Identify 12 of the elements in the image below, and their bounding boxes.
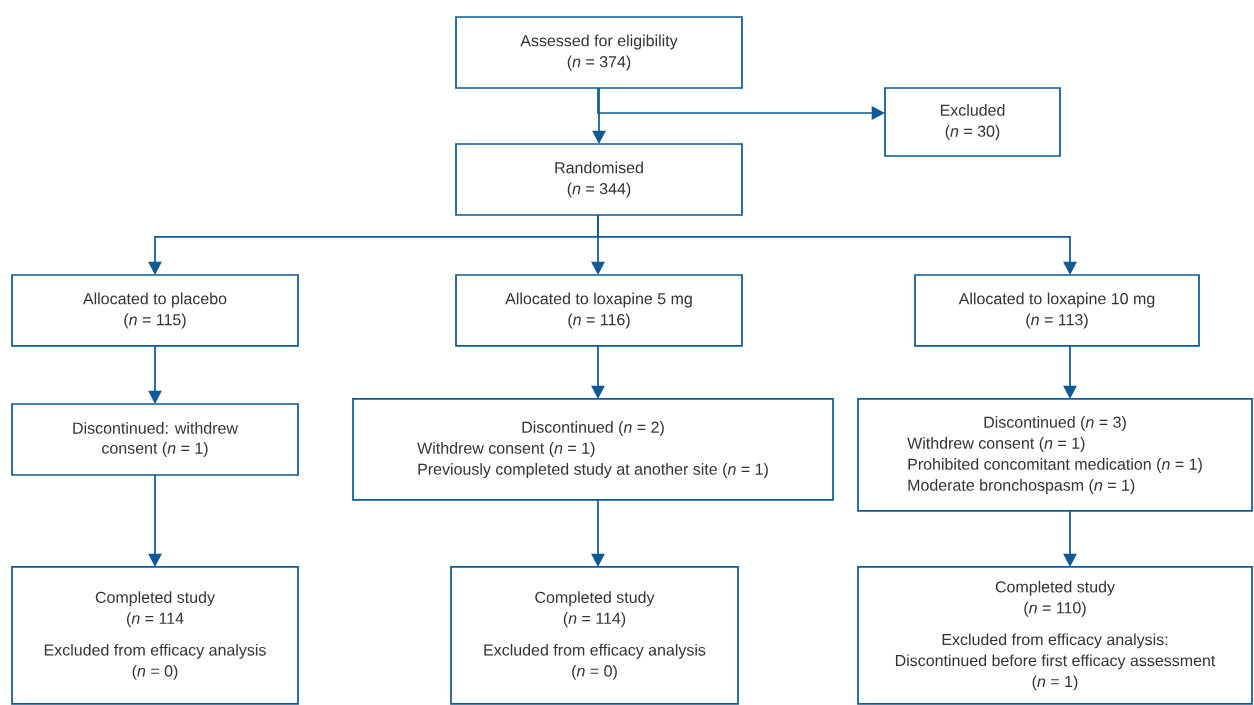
- flow-box: Completed study (n = 114) Excluded from efficacy analysis (n = 0): [450, 566, 739, 705]
- flow-box: Allocated to placebo (n = 115): [11, 274, 299, 347]
- flow-box: Discontinued (n = 3) Withdrew consent (n = 1) Prohibited concomitant medication (n = 1) Moderate bronchospasm (n = 1): [857, 398, 1253, 512]
- flow-box: Excluded (n = 30): [884, 87, 1061, 157]
- flow-box: Randomised (n = 344): [455, 143, 743, 216]
- flow-box: Discontinued: withdrew consent (n = 1): [11, 403, 299, 476]
- flow-box: Allocated to loxapine 5 mg (n = 116): [455, 274, 743, 347]
- flow-box: Discontinued (n = 2) Withdrew consent (n = 1) Previously completed study at another site (n = 1): [352, 398, 834, 501]
- flow-box: Allocated to loxapine 10 mg (n = 113): [914, 274, 1200, 347]
- flow-box: Completed study (n = 110) Excluded from efficacy analysis: Discontinued before first efficacy assessment (n = 1): [857, 566, 1253, 705]
- flow-box: Completed study (n = 114 Excluded from efficacy analysis (n = 0): [11, 566, 299, 705]
- flow-box: Assessed for eligibility (n = 374): [455, 16, 743, 89]
